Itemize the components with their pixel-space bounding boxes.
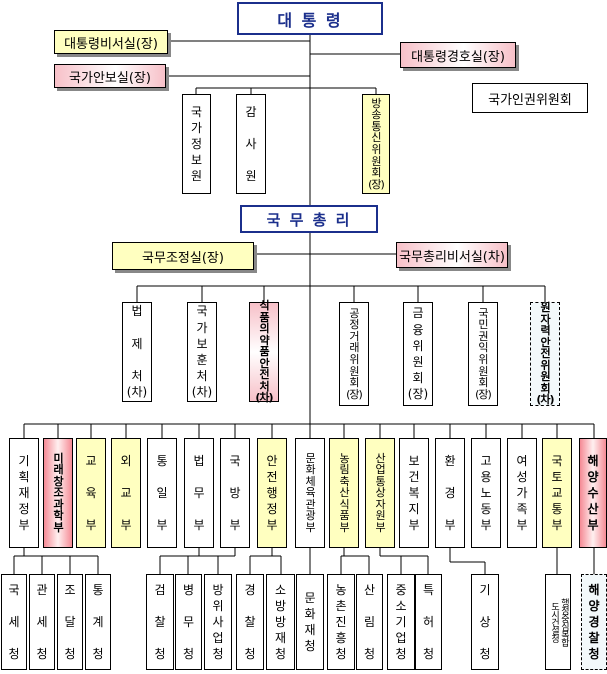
ministry-agriculture: 농 림 축 산 식 품 부 (329, 438, 359, 548)
audit-label: 감 사 원 (245, 104, 257, 184)
ministry-strategy-finance: 기 획 재 정 부 (9, 438, 39, 548)
national-security-office-label: 국가안보실(장) (69, 70, 151, 86)
ministry-education: 교 육 부 (76, 438, 106, 548)
agency-rda: 농 촌 진 흥 청 (327, 574, 355, 670)
pm-agency-fsc: 금 융 위 원 회 (장) (403, 302, 433, 406)
pm-agency-ftc: 공 정 거 래 위 원 회 (장) (339, 302, 369, 406)
chief-secretary-box: 대통령비서실(장) (54, 30, 168, 54)
ministry-unification: 통 일 부 (147, 438, 177, 548)
ministry-employment-labor: 고 용 노 동 부 (471, 438, 501, 548)
presidential-security-service-box: 대통령경호실(장) (400, 42, 516, 68)
ministry-gender-family: 여 성 가 족 부 (507, 438, 537, 548)
agency-forest: 산 림 청 (356, 574, 383, 670)
agency-coast-guard: 해 양 경 찰 청 (581, 574, 607, 670)
pm-agency-acrc: 국 민 권 익 위 원 회 (장) (468, 302, 498, 406)
agency-tax: 국 세 청 (1, 574, 27, 670)
human-rights-commission-box: 국가인권위원회 (472, 83, 588, 113)
agency-dapa: 방 위 사 업 청 (204, 574, 232, 670)
pm-agency-legislation: 법 제 처 (차) (122, 302, 152, 402)
agency-military-manpower: 병 무 청 (175, 574, 202, 670)
agency-nema: 소 방 방 재 청 (266, 574, 295, 670)
kcc-label: 방 송 통 신 위 원 회 (장) (368, 96, 385, 191)
kcc-box: 방 송 통 신 위 원 회 (장) (362, 94, 390, 194)
agency-cultural-heritage: 문 화 재 청 (296, 574, 324, 670)
nis-label: 국 가 정 보 원 (190, 104, 203, 184)
pm-agency-veterans: 국 가 보 훈 처 (차) (187, 302, 217, 402)
agency-police: 경 찰 청 (236, 574, 264, 670)
human-rights-commission-label: 국가인권위원회 (488, 92, 572, 108)
agency-kipo: 특 허 청 (415, 574, 442, 670)
prime-minister-box: 국 무 총 리 (240, 205, 378, 233)
presidential-security-service-label: 대통령경호실(장) (411, 49, 505, 65)
ministry-culture-sports-tourism: 문 화 체 육 관 광 부 (295, 438, 325, 548)
ministry-health-welfare: 보 건 복 지 부 (399, 438, 429, 548)
ministry-foreign-affairs: 외 교 부 (111, 438, 141, 548)
agency-procurement: 조 달 청 (57, 574, 83, 670)
coordination-office-label: 국무조정실(장) (142, 250, 224, 266)
chief-secretary-label: 대통령비서실(장) (64, 36, 158, 52)
ministry-science-ict: 미 래 창 조 과 학 부 (43, 438, 73, 548)
agency-smba: 중 소 기 업 청 (387, 574, 415, 670)
nis-box: 국 가 정 보 원 (182, 94, 211, 194)
audit-box: 감 사 원 (236, 94, 266, 194)
ministry-defense: 국 방 부 (220, 438, 250, 548)
agency-statistics: 통 계 청 (85, 574, 111, 670)
agency-customs: 관 세 청 (29, 574, 55, 670)
ministry-oceans-fisheries: 해 양 수 산 부 (579, 438, 607, 548)
pm-agency-food-drug: 식 품 의 약 품 안 전 처 (차) (249, 300, 279, 404)
ministry-justice: 법 무 부 (184, 438, 214, 548)
president-box: 대 통 령 (237, 2, 383, 35)
ministry-trade-industry-energy: 산 업 통 상 자 원 부 (365, 438, 395, 548)
coordination-office-box: 국무조정실(장) (112, 242, 254, 270)
ministry-environment: 환 경 부 (435, 438, 465, 548)
president-label: 대 통 령 (277, 10, 343, 30)
pm-secretariat-label: 국무총리비서실(차) (399, 249, 505, 265)
agency-prosecution: 검 찰 청 (146, 574, 174, 670)
ministry-land-transport: 국 토 교 통 부 (542, 438, 572, 548)
prime-minister-label: 국 무 총 리 (266, 210, 352, 229)
agency-macc: 행정중심복합 도시건설청 (545, 574, 571, 670)
pm-agency-nssc: 원 자 력 안 전 위 원 회 (차) (530, 302, 560, 406)
agency-kma: 기 상 청 (471, 574, 499, 670)
ministry-security-public-admin: 안 전 행 정 부 (257, 438, 287, 548)
national-security-office-box: 국가안보실(장) (54, 64, 166, 88)
pm-secretariat-box: 국무총리비서실(차) (396, 242, 508, 268)
